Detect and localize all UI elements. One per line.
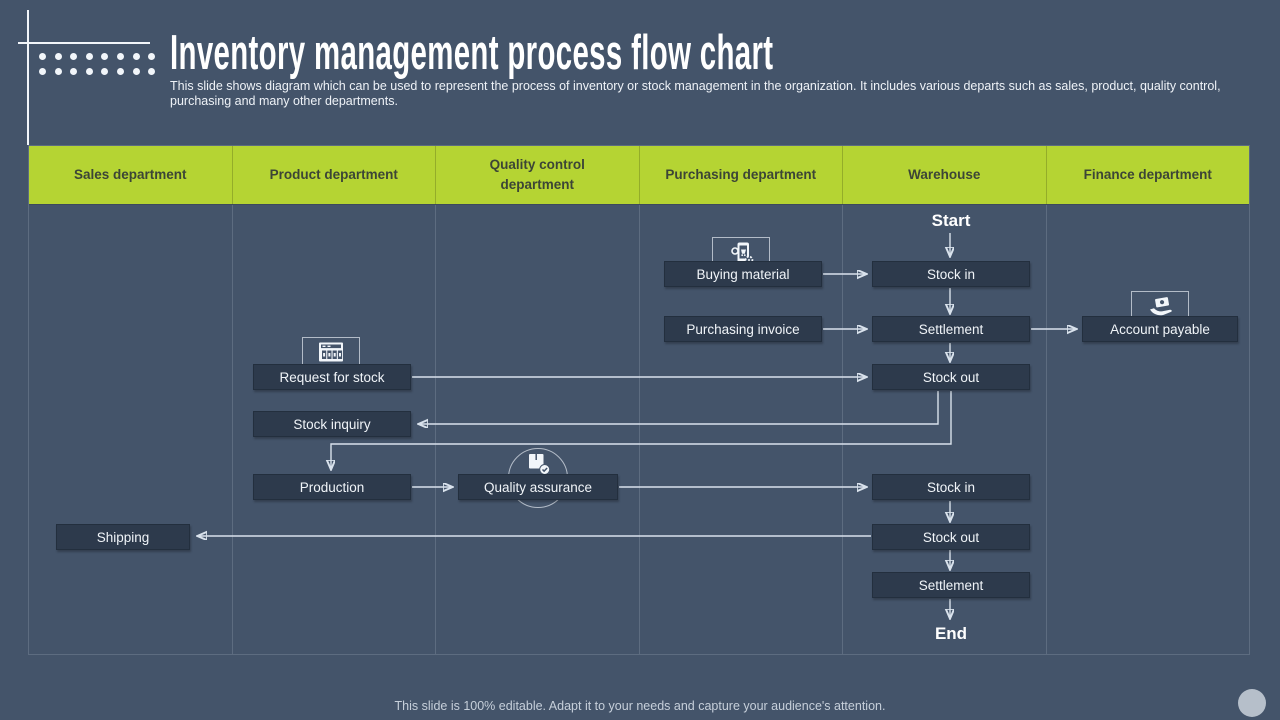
lane-col-finance xyxy=(1045,205,1250,654)
node-request-for-stock: Request for stock xyxy=(253,364,411,390)
lane-header-warehouse: Warehouse xyxy=(842,146,1046,204)
start-label: Start xyxy=(931,211,971,230)
node-purchasing-invoice: Purchasing invoice xyxy=(664,316,822,342)
node-stock-out-bottom: Stock out xyxy=(872,524,1030,550)
decor-vertical-line xyxy=(27,10,29,145)
node-buying-material: Buying material xyxy=(664,261,822,287)
node-settlement-bottom: Settlement xyxy=(872,572,1030,598)
page-title: Inventory management process flow chart xyxy=(170,24,774,80)
mobile-shopping-gear-icon xyxy=(730,242,753,265)
lane-body xyxy=(29,204,1249,654)
node-settlement-top: Settlement xyxy=(872,316,1030,342)
stock-request-icon-frame xyxy=(302,337,360,371)
lane-header-product: Product department xyxy=(231,146,436,204)
lane-header-row: Sales department Product department Qual… xyxy=(29,146,1249,204)
end-label: End xyxy=(934,624,968,643)
lane-col-sales xyxy=(29,205,232,654)
node-shipping: Shipping xyxy=(56,524,190,550)
lane-header-quality-control: Quality control department xyxy=(435,146,639,204)
lane-header-finance: Finance department xyxy=(1045,146,1250,204)
decor-dot-row xyxy=(39,68,156,75)
corner-circle-decor xyxy=(1238,689,1266,717)
footer-note: This slide is 100% editable. Adapt it to… xyxy=(394,699,886,713)
lane-col-quality-control xyxy=(435,205,639,654)
node-stock-inquiry: Stock inquiry xyxy=(253,411,411,437)
node-production: Production xyxy=(253,474,411,500)
lane-header-purchasing: Purchasing department xyxy=(638,146,843,204)
node-stock-in-top: Stock in xyxy=(872,261,1030,287)
node-stock-in-bottom: Stock in xyxy=(872,474,1030,500)
decor-dot-row xyxy=(39,53,156,60)
decor-horizontal-line xyxy=(18,42,150,44)
hand-money-icon xyxy=(1150,297,1172,316)
storage-shelf-icon xyxy=(319,342,343,362)
node-account-payable: Account payable xyxy=(1082,316,1238,342)
slide-subtitle: This slide shows diagram which can be us… xyxy=(170,79,1221,108)
procurement-icon-frame xyxy=(712,237,770,271)
node-stock-out-top: Stock out xyxy=(872,364,1030,390)
decor-dots xyxy=(39,53,156,83)
lane-col-product xyxy=(231,205,436,654)
node-quality-assurance: Quality assurance xyxy=(458,474,618,500)
lane-header-sales: Sales department xyxy=(73,167,187,183)
swimlane-table: Sales department Product department Qual… xyxy=(28,145,1250,655)
